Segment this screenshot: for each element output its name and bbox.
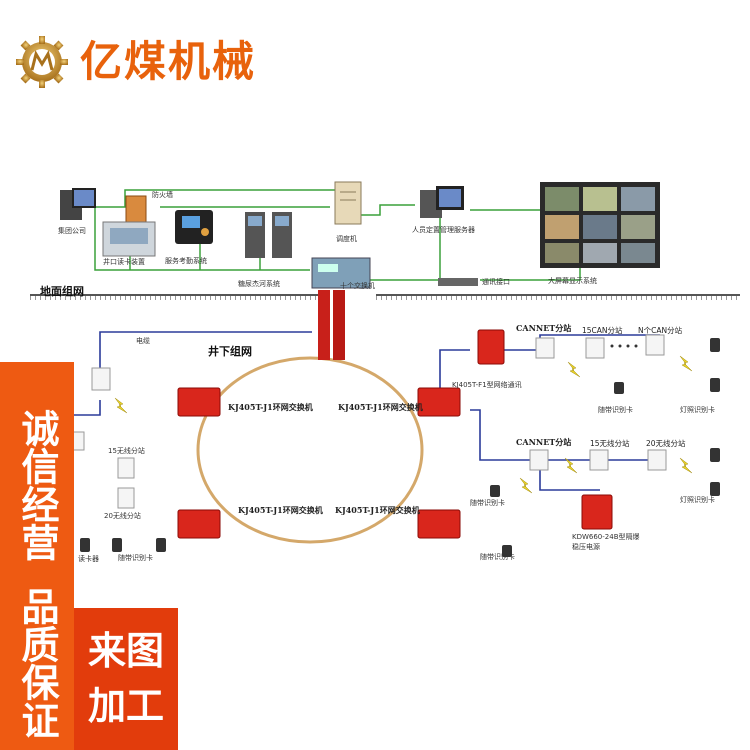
label-ring-ne: KJ405T-J1环网交换机 xyxy=(338,402,423,412)
ring-switches xyxy=(177,329,613,539)
label-can-hub-2: CANNET分站 xyxy=(516,437,572,447)
ground-line xyxy=(30,294,740,300)
label-lamp-1: 灯照识别卡 xyxy=(680,406,715,414)
firewall-device xyxy=(125,195,147,223)
surface-links xyxy=(94,189,581,281)
label-relay-2: N个CAN分站 xyxy=(638,326,683,335)
wireless-signals xyxy=(114,355,693,494)
can-hub-1 xyxy=(535,337,555,359)
ring-network xyxy=(196,356,424,544)
label-card-reader-2: 随带识别卡 xyxy=(470,499,505,507)
lamp-devices xyxy=(80,338,720,557)
label-comm-interface: 通讯接口 xyxy=(482,278,510,286)
label-big-screen: 大屏幕显示系统 xyxy=(548,277,597,285)
badge-bottom xyxy=(74,608,178,750)
label-relay-4: 20无线分站 xyxy=(646,439,686,448)
label-card-reader-1: 随带识别卡 xyxy=(598,406,633,414)
big-screen-display xyxy=(540,182,660,268)
label-power-box: KDW660-24B型隔爆稳压电源 xyxy=(572,533,640,551)
label-switch: 十个交换机 xyxy=(340,282,375,290)
shaft-cable xyxy=(318,290,345,360)
label-lamp-2: 灯照识别卡 xyxy=(680,496,715,504)
label-ring-se: KJ405T-J1环网交换机 xyxy=(335,505,420,515)
label-ring-nw: KJ405T-J1环网交换机 xyxy=(228,402,313,412)
label-card-reader-3: 随带识别卡 xyxy=(480,553,515,561)
badge-left-line1: 诚信经营 xyxy=(15,409,59,561)
label-personnel-server: 人员定置管理服务器 xyxy=(412,226,475,234)
ring-switch-nw xyxy=(177,387,221,417)
server-tower xyxy=(334,181,362,225)
comm-interface-device xyxy=(438,278,478,286)
label-left-relay-2: 20无线分站 xyxy=(104,512,141,520)
attendance-terminal xyxy=(175,210,213,244)
label-card-reader-4: 随带识别卡 xyxy=(118,554,153,562)
label-relay-3: 15无线分站 xyxy=(590,439,630,448)
hub-boxes xyxy=(69,334,667,509)
label-kj405-fiber: KJ405T-F1型网络通讯 xyxy=(452,381,522,389)
badge-bottom-line1: 来图 xyxy=(87,629,164,673)
personnel-server xyxy=(420,186,464,218)
label-left-card: 读卡器 xyxy=(78,555,99,563)
brand-name: 亿煤机械 xyxy=(80,37,257,86)
power-box xyxy=(581,494,613,530)
label-relay-1: 15CAN分站 xyxy=(582,326,623,335)
badge-left xyxy=(0,362,74,750)
label-group-company: 集团公司 xyxy=(58,227,86,235)
ring-switch-se xyxy=(417,509,461,539)
switch-device xyxy=(311,257,371,289)
label-can-hub-1: CANNET分站 xyxy=(516,323,572,333)
badge-bottom-line2: 加工 xyxy=(87,684,164,728)
network-diagram xyxy=(30,181,740,557)
self-service-kiosk xyxy=(245,212,292,258)
zone-surface: 地面组网 xyxy=(40,285,84,298)
zone-underground: 井下组网 xyxy=(208,345,252,358)
ring-switch-ne xyxy=(417,387,461,417)
label-attendance: 服务考勤系统 xyxy=(165,257,207,265)
label-ring-sw: KJ405T-J1环网交换机 xyxy=(238,505,323,515)
card-reader-room xyxy=(102,221,156,257)
badge-left-line2: 品质保证 xyxy=(15,587,59,739)
label-cable: 电缆 xyxy=(136,337,150,345)
chain-dots xyxy=(610,344,638,348)
label-left-relay-1: 15无线分站 xyxy=(108,447,145,455)
kj405-fiber-unit xyxy=(477,329,505,365)
label-card-reader-room: 井口读卡装置 xyxy=(103,258,145,266)
gear-logo-icon xyxy=(16,36,68,88)
label-server: 调度机 xyxy=(336,235,357,243)
ring-switch-sw xyxy=(177,509,221,539)
label-firewall: 防火墙 xyxy=(152,191,173,199)
group-company-pc xyxy=(60,188,96,220)
label-kiosk: 糖尿杰河系统 xyxy=(238,280,280,288)
can-hub-2 xyxy=(529,449,549,471)
